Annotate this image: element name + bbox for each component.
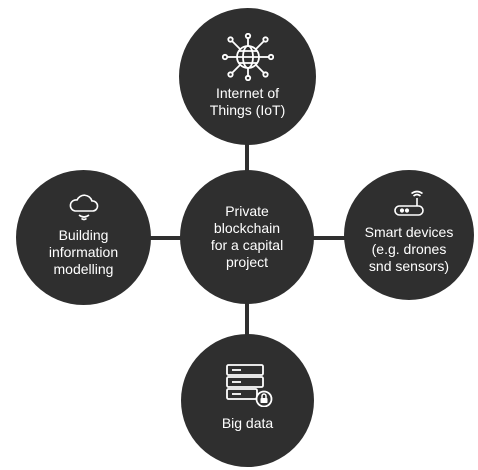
node-iot-label: Internet of Things (IoT): [209, 84, 286, 118]
node-smart-devices-label: Smart devices (e.g. drones snd sensors): [364, 223, 454, 274]
node-smart-devices: Smart devices (e.g. drones snd sensors): [344, 170, 474, 300]
node-big-data-label: Big data: [221, 415, 274, 431]
node-center-label: Private blockchain for a capital project: [210, 203, 284, 270]
cloud-signal-icon: [69, 194, 98, 221]
network-globe-icon: [221, 32, 274, 81]
server-lock-icon: [225, 364, 272, 407]
node-bim-label: Building information modelling: [48, 227, 119, 277]
router-icon: [394, 190, 424, 216]
node-iot: Internet of Things (IoT): [179, 8, 316, 145]
node-bim: Building information modelling: [16, 170, 151, 305]
node-big-data: Big data: [181, 334, 314, 467]
node-private-blockchain: Private blockchain for a capital project: [180, 170, 314, 304]
